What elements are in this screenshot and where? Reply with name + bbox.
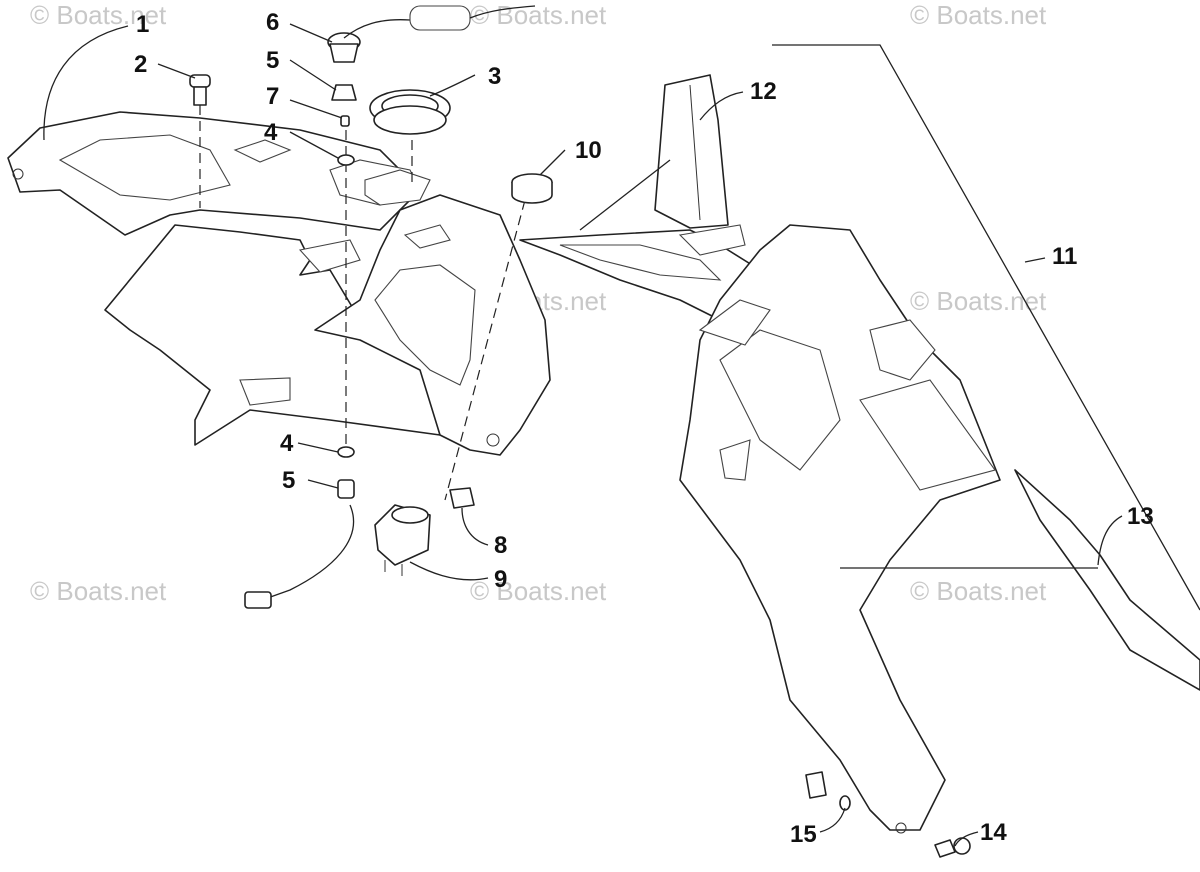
tether-cap (327, 5, 536, 63)
bushing (511, 173, 553, 204)
callout-4: 4 (264, 119, 278, 146)
callout-labels: 1 2 3 4 4 5 5 6 7 8 9 10 11 12 13 14 15 (134, 9, 1154, 848)
callout-6: 6 (266, 9, 279, 36)
right-upper-panel (654, 74, 729, 229)
callout-11: 11 (1052, 243, 1077, 270)
assembly-dash-lines (199, 105, 526, 501)
callout-2: 2 (134, 51, 147, 78)
side-screw (934, 837, 971, 858)
callout-5: 5 (282, 467, 295, 494)
lower-housing (104, 224, 441, 446)
callout-15: 15 (790, 821, 817, 848)
watermark-text: © Boats.net (910, 576, 1047, 606)
callout-1: 1 (136, 11, 149, 38)
watermark-text: © Boats.net (470, 0, 607, 30)
mounting-clip (449, 487, 475, 509)
watermark-text: © Boats.net (470, 576, 607, 606)
callout-12: 12 (750, 78, 777, 105)
side-washer (839, 795, 851, 811)
right-bridge-panel (519, 224, 761, 331)
ignition-switch (374, 504, 431, 576)
center-shroud (314, 169, 551, 456)
callout-10: 10 (575, 137, 602, 164)
watermark-text: © Boats.net (30, 576, 167, 606)
watermarks: © Boats.net © Boats.net © Boats.net © Bo… (30, 0, 1047, 606)
watermark-text: © Boats.net (30, 0, 167, 30)
callout-9: 9 (494, 566, 507, 593)
upper-plug (331, 84, 357, 101)
upper-washer (337, 154, 355, 166)
side-clip (805, 771, 827, 799)
callout-13: 13 (1127, 503, 1154, 530)
assembly-bracket (772, 44, 1200, 611)
deflector-panel (1014, 469, 1200, 691)
leader-lines (43, 23, 1123, 847)
left-console-panel (7, 111, 421, 236)
callout-7: 7 (266, 83, 279, 110)
right-side-shroud (679, 224, 1001, 834)
callout-3: 3 (488, 63, 501, 90)
screw (189, 74, 211, 106)
callout-8: 8 (494, 532, 507, 559)
upper-grommet (340, 115, 350, 127)
callout-5: 5 (266, 47, 279, 74)
sensor-with-wire (244, 479, 355, 609)
watermark-text: © Boats.net (910, 286, 1047, 316)
callout-4: 4 (280, 430, 294, 457)
watermark-text: © Boats.net (910, 0, 1047, 30)
fuel-cap-ring (369, 89, 451, 135)
callout-14: 14 (980, 819, 1007, 846)
lower-washer (337, 446, 355, 458)
